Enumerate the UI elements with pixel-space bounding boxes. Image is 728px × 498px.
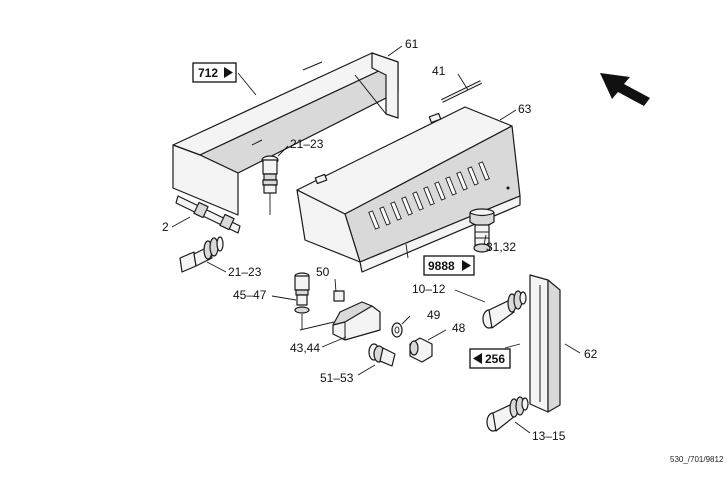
leader-lines bbox=[171, 45, 581, 434]
label-43-44: 43,44 bbox=[290, 341, 320, 355]
label-48: 48 bbox=[452, 321, 466, 335]
label-61: 61 bbox=[405, 37, 419, 51]
part-21-23-upper-bolt bbox=[261, 155, 279, 215]
part-21-23-lower-bolt bbox=[179, 236, 224, 273]
ref-712-text: 712 bbox=[198, 66, 218, 80]
part-31-32-rubber-mount bbox=[469, 208, 495, 253]
triangle-left-icon bbox=[473, 353, 482, 364]
travel-direction-arrow-icon bbox=[600, 73, 650, 106]
part-labels: 61 41 63 21–23 2 21–23 31,32 50 45–47 10… bbox=[162, 37, 598, 443]
ref-box-712[interactable]: 712 bbox=[192, 62, 237, 83]
ref-9888-text: 9888 bbox=[428, 259, 455, 273]
part-48-nut bbox=[409, 337, 433, 363]
label-51-53: 51–53 bbox=[320, 371, 354, 385]
part-13-15-bolt bbox=[486, 396, 529, 432]
part-43-44-bracket bbox=[299, 290, 381, 341]
ref-box-256[interactable]: 256 bbox=[469, 348, 511, 369]
label-2: 2 bbox=[162, 220, 169, 234]
part-41-rod bbox=[441, 80, 482, 103]
part-2-hinge-bar bbox=[175, 195, 241, 234]
label-10-12: 10–12 bbox=[412, 282, 446, 296]
part-62-channel bbox=[529, 274, 561, 413]
part-10-12-bolt bbox=[482, 290, 527, 329]
part-49-washer bbox=[391, 322, 403, 338]
part-45-47-bolt bbox=[294, 272, 310, 330]
part-63-hood bbox=[296, 106, 521, 273]
label-49: 49 bbox=[427, 308, 441, 322]
label-45-47: 45–47 bbox=[233, 288, 267, 302]
label-62: 62 bbox=[584, 347, 598, 361]
drawing-code: 530_/701/9812 bbox=[670, 455, 724, 464]
label-31-32: 31,32 bbox=[486, 240, 516, 254]
part-51-53-bolt bbox=[368, 343, 396, 367]
label-21-23-upper: 21–23 bbox=[290, 137, 324, 151]
label-41: 41 bbox=[432, 64, 446, 78]
label-13-15: 13–15 bbox=[532, 429, 566, 443]
label-63: 63 bbox=[518, 102, 532, 116]
triangle-right-icon bbox=[462, 260, 471, 271]
vent-slots bbox=[368, 161, 490, 230]
ref-256-text: 256 bbox=[485, 352, 505, 366]
triangle-right-icon bbox=[224, 67, 233, 78]
label-21-23-lower: 21–23 bbox=[228, 265, 262, 279]
part-61-rear-cover bbox=[172, 52, 399, 216]
ref-box-9888[interactable]: 9888 bbox=[423, 255, 475, 276]
label-50: 50 bbox=[316, 265, 330, 279]
